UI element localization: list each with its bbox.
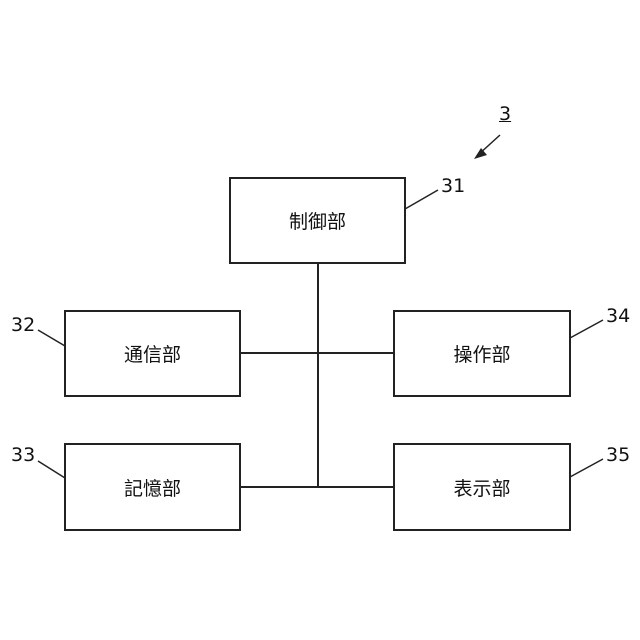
display-unit-block: 表示部 (393, 443, 571, 531)
control-unit-block: 制御部 (229, 177, 406, 264)
ref-numeral-31: 31 (441, 177, 465, 196)
communication-unit-label: 通信部 (124, 340, 181, 367)
storage-unit-label: 記憶部 (124, 474, 181, 501)
ref-numeral-33: 33 (11, 446, 35, 465)
leader-line-33 (38, 461, 65, 478)
operation-unit-label: 操作部 (453, 340, 510, 367)
ref-numeral-34: 34 (606, 307, 630, 326)
communication-unit-block: 通信部 (64, 310, 241, 397)
leader-line-32 (38, 330, 65, 346)
ref-numeral-35: 35 (606, 446, 630, 465)
leader-line-35 (570, 459, 603, 477)
ref-numeral-32: 32 (11, 316, 35, 335)
leader-line-34 (570, 320, 603, 338)
figure-arrow-head (474, 148, 487, 159)
leader-line-31 (405, 190, 438, 209)
storage-unit-block: 記憶部 (64, 443, 241, 531)
control-unit-label: 制御部 (289, 207, 346, 234)
display-unit-label: 表示部 (453, 474, 510, 501)
figure-number: 3 (499, 105, 511, 124)
operation-unit-block: 操作部 (393, 310, 571, 397)
